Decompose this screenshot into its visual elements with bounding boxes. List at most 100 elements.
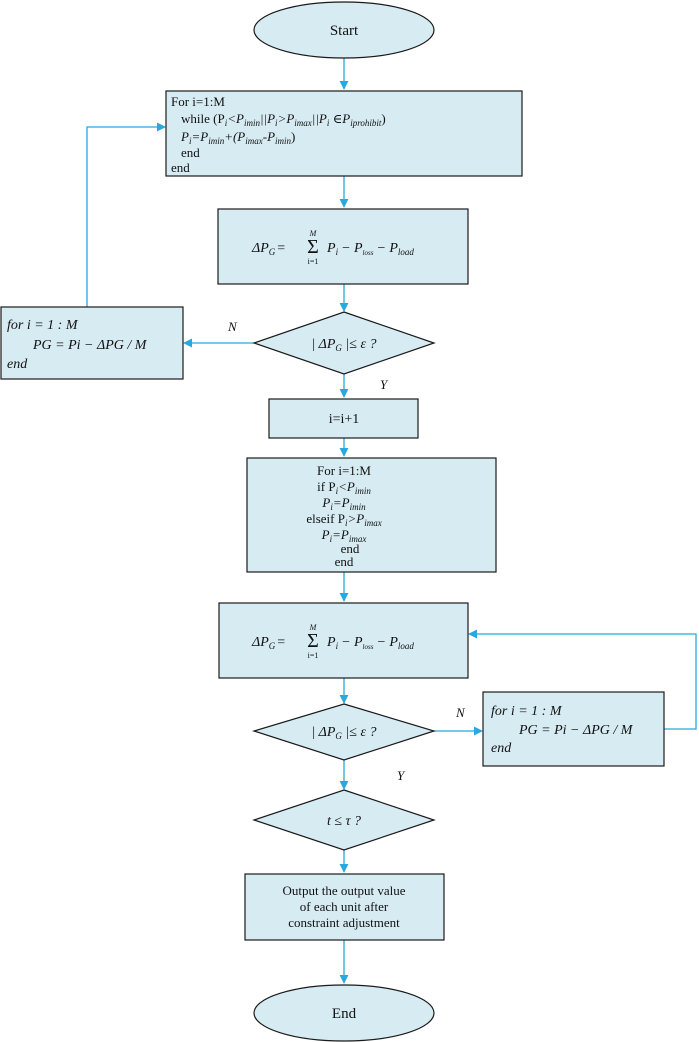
- init-line3-d: -P: [263, 129, 275, 144]
- init-node: For i=1:M while (Pi<Pimin||Pi>Pimax||Pi …: [165, 90, 523, 177]
- init-line3-a: P: [180, 129, 189, 144]
- output-line2: of each unit after: [300, 899, 389, 914]
- clamp-line4-sub-i: i: [345, 518, 348, 528]
- check1-label-a: | ΔP: [312, 337, 336, 352]
- check1-label: | ΔPG |≤ ε ?: [312, 337, 377, 353]
- delta2-sum-bottom: i=1: [308, 651, 319, 660]
- clamp-line2-a: if P: [317, 479, 335, 494]
- adjust1-line1: for i = 1 : M: [7, 318, 79, 333]
- adjust1-line2: PG = Pi − ΔPG / M: [32, 338, 148, 353]
- start-label: Start: [330, 23, 359, 39]
- clamp-line5-sub-i: i: [330, 534, 333, 544]
- init-line2-gt: >P: [278, 111, 295, 126]
- clamp-line3: Pi=Pimin: [321, 495, 366, 512]
- clamp-line4: elseif Pi>Pimax: [306, 511, 381, 528]
- adjust1-node: for i = 1 : M PG = Pi − ΔPG / M end: [0, 306, 184, 380]
- adjust2-line2: PG = Pi − ΔPG / M: [518, 723, 634, 738]
- delta2-sum-top: M: [309, 623, 318, 632]
- clamp-line3-a: P: [321, 495, 330, 510]
- delta2-eq: =: [277, 635, 285, 650]
- delta1-minus1: −: [342, 241, 350, 256]
- clamp-line6: end: [341, 541, 360, 556]
- delta2-terms: Pi−Ploss−Pload: [326, 635, 414, 651]
- delta2-term3: P: [388, 635, 398, 650]
- delta2-minus2: −: [377, 635, 385, 650]
- delta1-lhs-sub: G: [269, 247, 276, 257]
- clamp-line4-a: elseif P: [306, 511, 345, 526]
- check1-label-b: |≤ ε ?: [342, 337, 377, 352]
- check2-node: | ΔPG |≤ ε ?: [251, 703, 437, 761]
- init-line3-sub-i: i: [189, 136, 192, 146]
- clamp-line3-sub-i: i: [330, 502, 333, 512]
- init-line2-close: ): [381, 111, 385, 126]
- delta1-minus2: −: [377, 241, 385, 256]
- clamp-line5-b: =P: [332, 527, 349, 542]
- init-line2: while (Pi<Pimin||Pi>Pimax||Pi ∈Piprohibi…: [181, 111, 386, 128]
- delta2-term1-sub: i: [336, 641, 339, 651]
- init-line5: end: [171, 160, 190, 175]
- delta1-sum-bottom: i=1: [308, 257, 319, 266]
- adjust1-line3: end: [7, 357, 28, 372]
- delta1-terms: Pi−Ploss−Pload: [326, 241, 414, 257]
- clamp-line5-a: P: [321, 527, 330, 542]
- check2-label-b: |≤ ε ?: [342, 725, 377, 740]
- init-line2-lt: <P: [227, 111, 244, 126]
- init-line3-b: =P: [191, 129, 208, 144]
- init-line2-sub-i: i: [225, 118, 228, 128]
- edge-label-check1-no: N: [227, 319, 238, 334]
- init-line2-or2: ||P: [312, 111, 327, 126]
- clamp-line1: For i=1:M: [317, 463, 371, 478]
- delta2-lhs: ΔP: [251, 635, 269, 650]
- delta2-term1: P: [326, 635, 336, 650]
- init-line3-e: ): [291, 129, 295, 144]
- clamp-line2-sub-i: i: [336, 486, 339, 496]
- increment-node: i=i+1: [268, 398, 419, 439]
- check1-label-sub: G: [335, 343, 342, 353]
- delta1-sum: Σ: [307, 236, 319, 258]
- edge-adjust2-delta2: [468, 629, 697, 730]
- check2-label: | ΔPG |≤ ε ?: [312, 725, 377, 741]
- delta1-term1: P: [326, 241, 336, 256]
- end-label: End: [332, 1006, 357, 1022]
- init-line2-sub-prohibit: iprohibit: [350, 118, 382, 128]
- adjust2-node: for i = 1 : M PG = Pi − ΔPG / M end: [482, 691, 665, 767]
- check2-label-a: | ΔP: [312, 725, 336, 740]
- edge-adjust1-init: [86, 122, 166, 307]
- init-line3-sub-imin: imin: [208, 136, 225, 146]
- clamp-line5: Pi=Pimax: [321, 527, 367, 544]
- delta2-node: ΔPG= M Σ i=1 Pi−Ploss−Pload: [218, 602, 469, 679]
- edge-label-check2-no: N: [455, 705, 466, 720]
- adjust2-line3: end: [491, 741, 512, 756]
- check3-node: t ≤ τ ?: [252, 789, 436, 851]
- clamp-line2: if Pi<Pimin: [317, 479, 371, 496]
- end-node: End: [253, 984, 435, 1042]
- init-line1: For i=1:M: [171, 94, 225, 109]
- init-line3-sub-imin2: imin: [275, 136, 292, 146]
- delta2-formula: ΔPG=: [251, 635, 285, 651]
- clamp-line4-b: >P: [347, 511, 364, 526]
- delta1-term3: P: [388, 241, 398, 256]
- clamp-line3-sub-imin: imin: [350, 502, 367, 512]
- edge-label-check2-yes: Y: [397, 768, 406, 783]
- delta1-eq: =: [277, 241, 285, 256]
- delta1-node: ΔPG= M Σ i=1 Pi−Ploss−Pload: [217, 208, 469, 285]
- init-line3-c: +(P: [224, 129, 245, 144]
- delta1-term2: P: [353, 241, 363, 256]
- check1-node: | ΔPG |≤ ε ?: [252, 311, 436, 375]
- delta1-lhs: ΔP: [251, 241, 269, 256]
- init-line2-in: ∈P: [329, 111, 350, 126]
- delta1-term1-sub: i: [336, 247, 339, 257]
- clamp-line2-b: <P: [338, 479, 355, 494]
- clamp-line7: end: [335, 554, 354, 569]
- increment-label: i=i+1: [329, 412, 360, 427]
- init-line3: Pi=Pimin+(Pimax-Pimin): [180, 129, 295, 146]
- output-line1: Output the output value: [282, 883, 405, 898]
- output-node: Output the output value of each unit aft…: [244, 873, 445, 941]
- delta1-term2-sub: loss: [363, 249, 374, 257]
- clamp-node: For i=1:M if Pi<Pimin Pi=Pimin elseif Pi…: [246, 457, 497, 573]
- delta2-term2: P: [353, 635, 363, 650]
- init-line3-sub-imax: imax: [245, 136, 263, 146]
- clamp-line4-sub-imax: imax: [364, 518, 382, 528]
- clamp-line2-sub-imin: imin: [355, 486, 372, 496]
